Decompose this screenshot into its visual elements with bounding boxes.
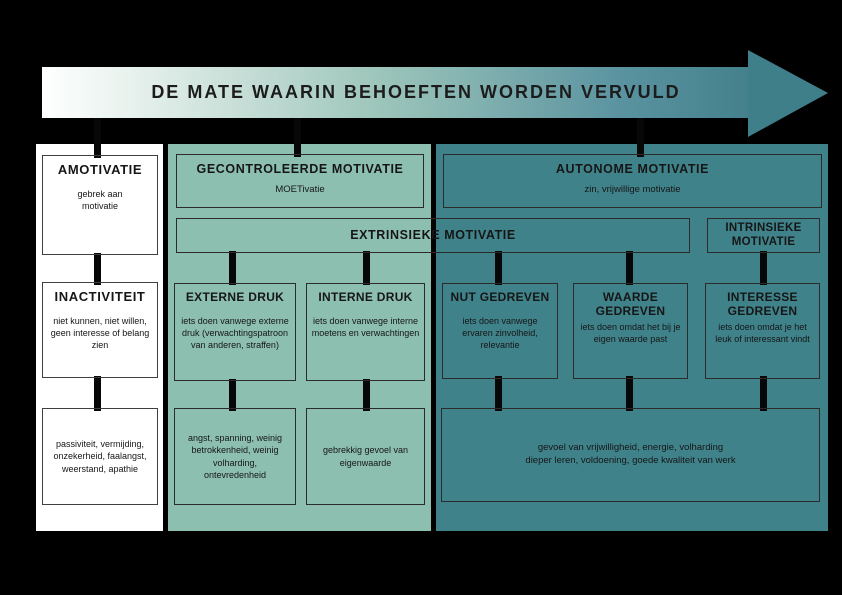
connector-arrow-gecontroleerd: [294, 118, 301, 157]
box-interne-druk-body: iets doen vanwege interne moetens en ver…: [311, 315, 420, 338]
box-waarde-heading: WAARDE GEDREVEN: [595, 290, 666, 318]
box-autonoom-gevolg: gevoel van vrijwilligheid, energie, volh…: [441, 408, 820, 502]
box-interne-druk-heading: INTERNE DRUK: [318, 290, 413, 304]
box-autonome-sub: zin, vrijwillige motivatie: [584, 184, 681, 196]
box-autonome-motivatie: AUTONOME MOTIVATIE zin, vrijwillige moti…: [443, 154, 822, 208]
box-interne-gevolg: gebrekkig gevoel van eigenwaarde: [306, 408, 425, 505]
box-interesse-body: iets doen omdat je het leuk of interessa…: [715, 321, 810, 344]
box-interesse-gedreven: INTERESSE GEDREVEN iets doen omdat je he…: [705, 283, 820, 379]
box-nut-heading: NUT GEDREVEN: [450, 290, 550, 304]
box-inactiviteit-heading: INACTIVITEIT: [54, 289, 146, 304]
panel-gecontroleerd: [168, 144, 431, 531]
connector-intrinsiek-interesse: [760, 251, 767, 285]
connector-externe-gevolg: [229, 379, 236, 411]
box-amotivatie-heading: AMOTIVATIE: [57, 162, 143, 177]
box-externe-druk-heading: EXTERNE DRUK: [185, 290, 285, 304]
connector-interne-gevolg: [363, 379, 370, 411]
box-autonoom-gevolg-body: gevoel van vrijwilligheid, energie, volh…: [525, 442, 736, 466]
box-externe-druk-body: iets doen vanwege externe druk (verwacht…: [181, 315, 289, 351]
connector-waarde-gevolg: [626, 376, 633, 411]
box-amotivatie-gevolgen: passiviteit, vermijding, onzekerheid, fa…: [42, 408, 158, 505]
box-amotivatie-body: gebrek aan motivatie: [77, 188, 123, 212]
box-amotivatie-gevolgen-body: passiviteit, vermijding, onzekerheid, fa…: [53, 439, 147, 474]
needs-arrow-body: [42, 67, 748, 118]
box-interne-gevolg-body: gebrekkig gevoel van eigenwaarde: [322, 445, 409, 468]
box-nut-body: iets doen vanwege ervaren zinvolheid, re…: [462, 315, 538, 351]
box-amotivatie: AMOTIVATIE gebrek aan motivatie: [42, 155, 158, 255]
box-intrinsieke-heading: INTRINSIEKE MOTIVATIE: [725, 222, 802, 248]
box-autonome-heading: AUTONOME MOTIVATIE: [555, 162, 710, 176]
box-extrinsieke-heading: EXTRINSIEKE MOTIVATIE: [350, 228, 516, 243]
diagram-title: DE MATE WAARIN BEHOEFTEN WORDEN VERVULD: [151, 82, 681, 102]
box-gecontroleerde-sub: MOETivatie: [275, 184, 325, 196]
panel-autonoom: [436, 144, 828, 531]
box-waarde-body: iets doen omdat het bij je eigen waarde …: [580, 321, 681, 344]
box-inactiviteit: INACTIVITEIT niet kunnen, niet willen, g…: [42, 282, 158, 378]
box-externe-druk: EXTERNE DRUK iets doen vanwege externe d…: [174, 283, 296, 381]
box-gecontroleerde-heading: GECONTROLEERDE MOTIVATIE: [196, 162, 404, 176]
connector-arrow-amotivatie: [94, 118, 101, 158]
box-externe-gevolg: angst, spanning, weinig betrokkenheid, w…: [174, 408, 296, 505]
box-interesse-heading: INTERESSE GEDREVEN: [727, 290, 798, 318]
panel-amotivatie: [36, 144, 163, 531]
connector-inactiviteit-gevolgen: [94, 376, 101, 411]
box-extrinsieke-motivatie: EXTRINSIEKE MOTIVATIE: [176, 218, 690, 253]
box-waarde-gedreven: WAARDE GEDREVEN iets doen omdat het bij …: [573, 283, 688, 379]
box-inactiviteit-body: niet kunnen, niet willen, geen interesse…: [50, 315, 150, 351]
connector-extrinsiek-waarde: [626, 251, 633, 285]
connector-extrinsiek-nut: [495, 251, 502, 285]
box-interne-druk: INTERNE DRUK iets doen vanwege interne m…: [306, 283, 425, 381]
connector-amotivatie-inactiviteit: [94, 253, 101, 285]
box-nut-gedreven: NUT GEDREVEN iets doen vanwege ervaren z…: [442, 283, 558, 379]
connector-arrow-autonoom: [637, 118, 644, 157]
connector-extrinsiek-externe: [229, 251, 236, 285]
connector-nut-gevolg: [495, 376, 502, 411]
box-intrinsieke-motivatie: INTRINSIEKE MOTIVATIE: [707, 218, 820, 253]
connector-extrinsiek-interne: [363, 251, 370, 285]
connector-interesse-gevolg: [760, 376, 767, 411]
box-gecontroleerde-motivatie: GECONTROLEERDE MOTIVATIE MOETivatie: [176, 154, 424, 208]
arrow-head-icon: [748, 50, 828, 137]
box-externe-gevolg-body: angst, spanning, weinig betrokkenheid, w…: [187, 433, 283, 480]
